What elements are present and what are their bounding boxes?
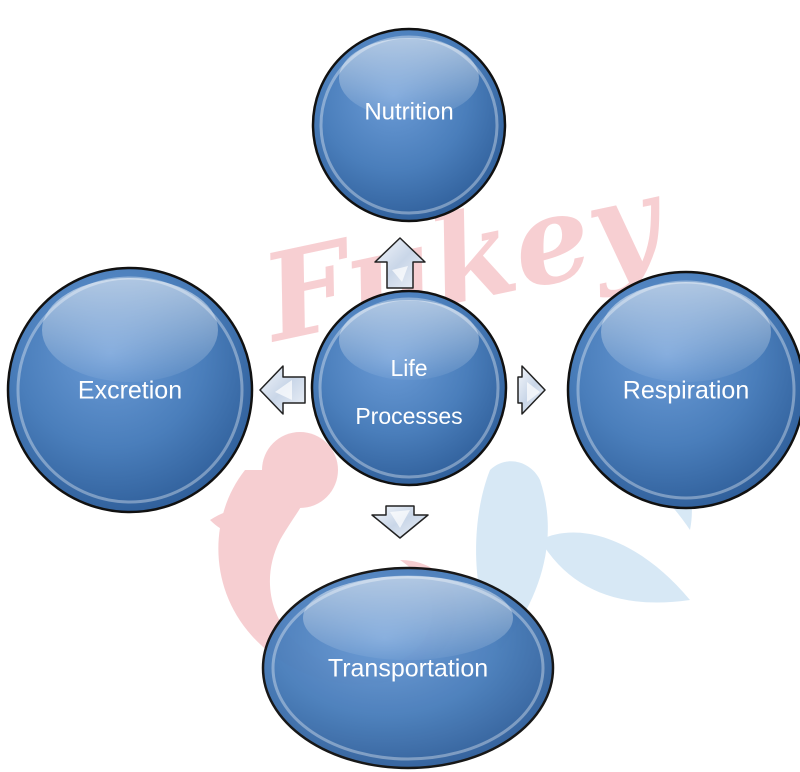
- node-excretion: Excretion: [6, 266, 254, 514]
- arrow-right: [517, 365, 546, 415]
- watermark-red-wing: [210, 509, 280, 538]
- node-transportation: Transportation: [261, 566, 555, 770]
- arrow-down: [371, 505, 429, 539]
- node-center: Life Processes: [310, 289, 508, 487]
- node-respiration-label: Respiration: [623, 377, 749, 405]
- node-respiration: Respiration: [566, 270, 800, 510]
- node-transportation-label: Transportation: [328, 655, 488, 683]
- node-nutrition: Nutrition: [311, 27, 507, 223]
- arrow-left: [259, 365, 306, 415]
- watermark-red-dot: [262, 432, 338, 508]
- watermark-blue-leaf-2: [540, 532, 690, 603]
- node-nutrition-label: Nutrition: [364, 98, 453, 125]
- arrow-up: [374, 237, 426, 289]
- node-excretion-label: Excretion: [78, 377, 182, 405]
- center-label-line1: Life: [390, 355, 427, 381]
- center-label-line2: Processes: [355, 403, 462, 429]
